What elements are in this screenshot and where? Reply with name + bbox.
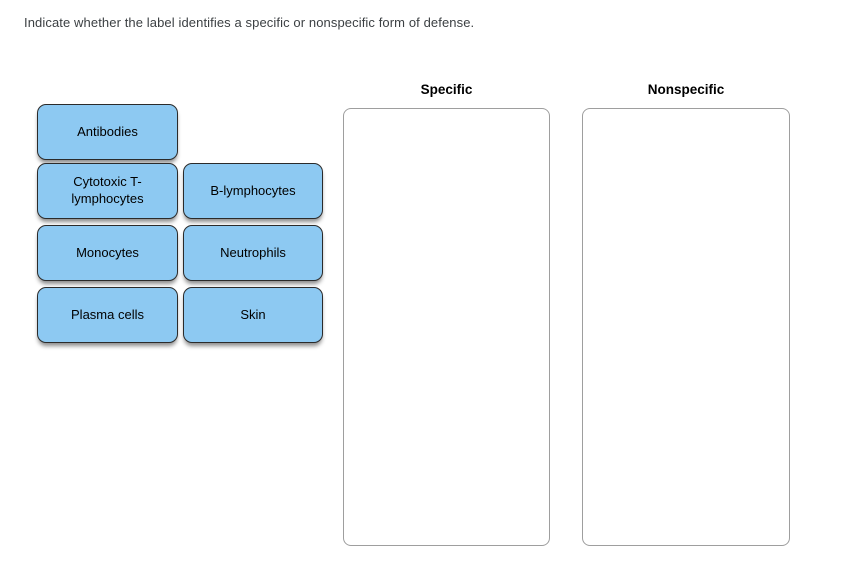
chip-antibodies[interactable]: Antibodies [37, 104, 178, 160]
chip-skin[interactable]: Skin [183, 287, 323, 343]
chip-b-lymphocytes[interactable]: B-lymphocytes [183, 163, 323, 219]
chip-cytotoxic-t-lymphocytes[interactable]: Cytotoxic T-lymphocytes [37, 163, 178, 219]
dropzone-nonspecific[interactable] [582, 108, 790, 546]
chip-monocytes[interactable]: Monocytes [37, 225, 178, 281]
instruction-text: Indicate whether the label identifies a … [24, 15, 475, 30]
dropzone-label-specific: Specific [420, 82, 473, 97]
dropzone-label-nonspecific: Nonspecific [647, 82, 725, 97]
dropzone-specific[interactable] [343, 108, 550, 546]
chip-neutrophils[interactable]: Neutrophils [183, 225, 323, 281]
chip-plasma-cells[interactable]: Plasma cells [37, 287, 178, 343]
